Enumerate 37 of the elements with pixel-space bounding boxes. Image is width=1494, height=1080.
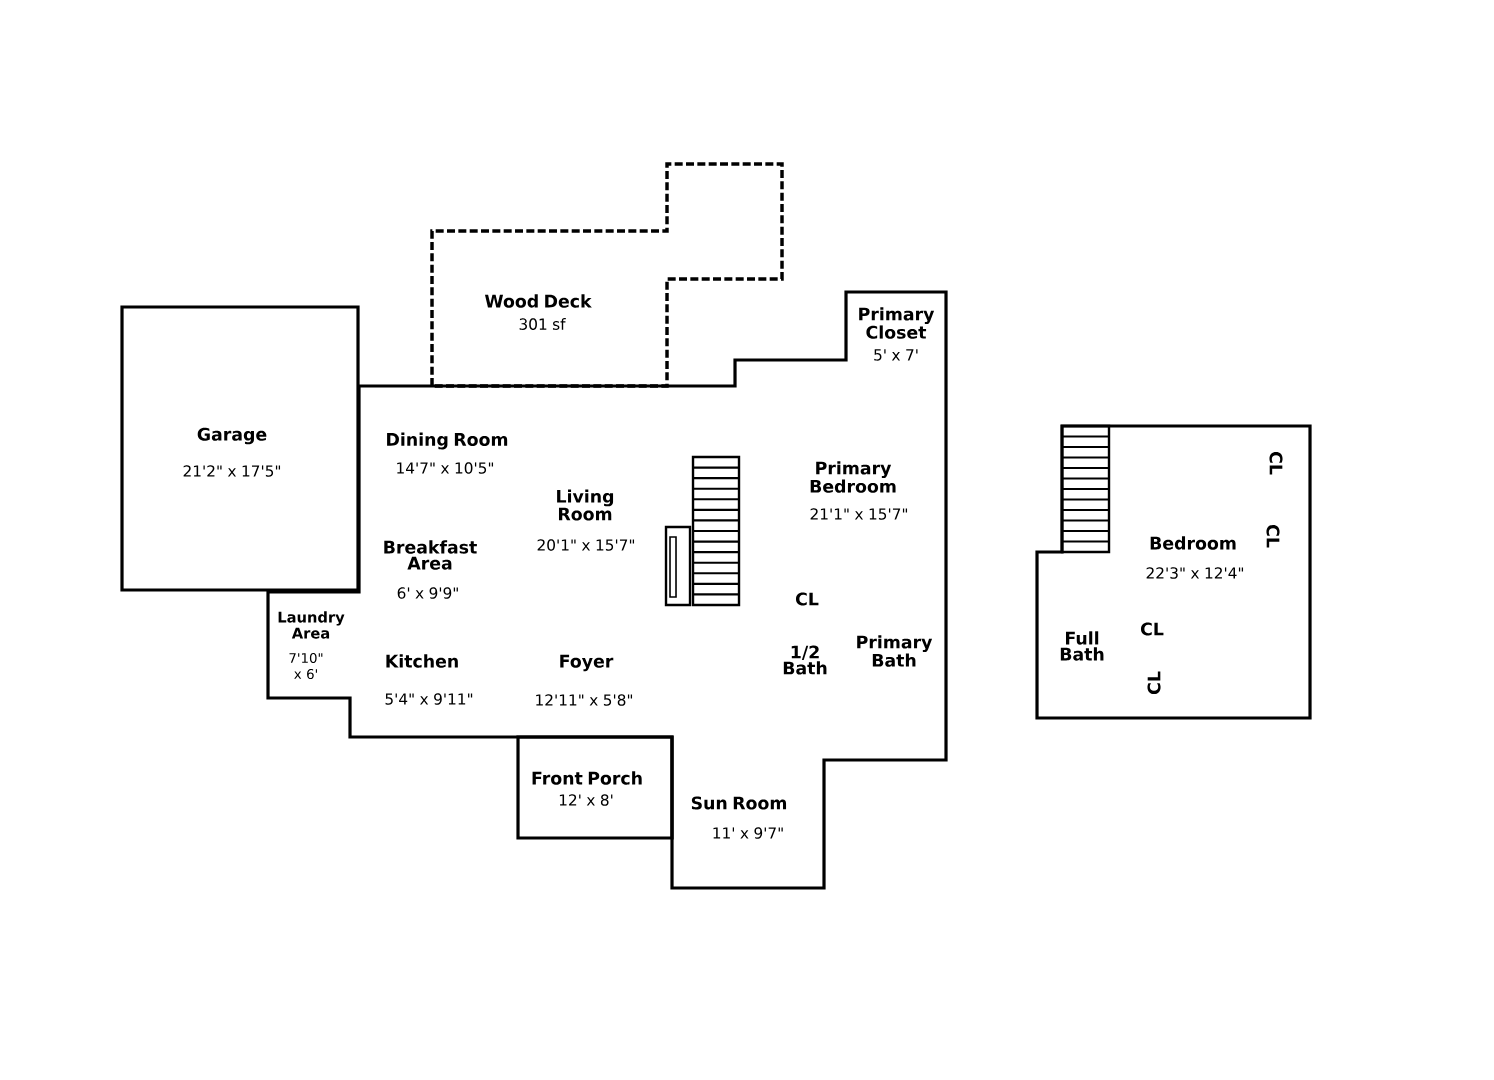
room-name: Bedroom xyxy=(1150,536,1236,550)
room-name: CL xyxy=(1269,451,1283,475)
room-name: Garage xyxy=(197,427,267,445)
room-dimensions: 22'3" x 12'4" xyxy=(1146,567,1244,579)
room-dimensions: 14'7" x 10'5" xyxy=(397,462,494,474)
porch-outline xyxy=(516,735,674,840)
room-name: Foyer xyxy=(560,654,614,672)
room-name: Full Bath xyxy=(1060,631,1104,661)
upper-floor-outline xyxy=(1035,424,1312,720)
room-dimensions: 5'4" x 9'11" xyxy=(385,693,473,705)
room-dimensions: 20'1" x 15'7" xyxy=(537,539,635,551)
room-dimensions: 21'2" x 17'5" xyxy=(183,465,281,477)
room-dimensions: 12'11" x 5'8" xyxy=(536,694,633,706)
room-name: Laundry Area xyxy=(278,611,345,639)
room-dimensions: 12' x 8' xyxy=(559,794,613,806)
room-dimensions: 6' x 9'9" xyxy=(397,587,458,599)
room-name: Primary Closet xyxy=(859,307,935,339)
room-name: Primary Bath xyxy=(857,635,933,667)
room-name: CL xyxy=(1266,524,1280,548)
room-dimensions: 5' x 7' xyxy=(874,349,918,361)
room-name: Sun Room xyxy=(691,796,787,810)
room-dimensions: 11' x 9'7" xyxy=(713,827,783,839)
room-name: 1/2 Bath xyxy=(783,645,827,675)
room-name: CL xyxy=(796,592,819,606)
room-dimensions: 7'10" x 6' xyxy=(289,652,323,680)
room-name: Breakfast Area xyxy=(384,540,477,570)
room-name: Primary Bedroom xyxy=(810,461,896,493)
room-dimensions: 21'1" x 15'7" xyxy=(810,508,908,520)
room-name: Dining Room xyxy=(387,432,508,450)
garage-outline xyxy=(120,305,360,592)
room-dimensions: 301 sf xyxy=(519,318,566,330)
room-name: Front Porch xyxy=(532,771,642,785)
room-name: CL xyxy=(1147,671,1161,694)
room-name: Wood Deck xyxy=(485,294,592,308)
room-name: Living Room xyxy=(557,489,614,521)
room-name: Kitchen xyxy=(386,654,458,668)
room-name: CL xyxy=(1141,622,1164,636)
